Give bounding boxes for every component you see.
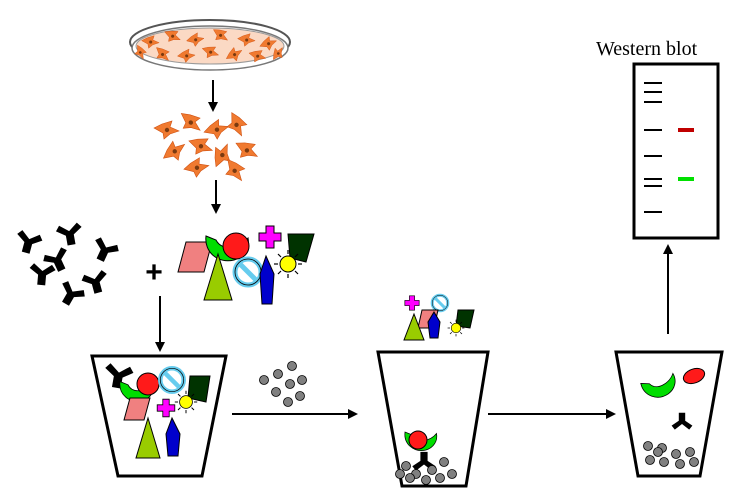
antibody-icon	[13, 221, 121, 311]
detached-cells-icon	[153, 107, 263, 187]
tube-icon	[90, 354, 228, 478]
blot-membrane-icon	[632, 62, 720, 240]
bead-icon	[259, 361, 307, 407]
petri-dish-icon	[129, 19, 291, 71]
blot-band-upper	[678, 128, 694, 132]
blot-band-lower	[678, 177, 694, 181]
plus-sign: +	[145, 256, 163, 289]
western-blot-label: Western blot	[596, 38, 698, 60]
protein-mix-icon	[177, 225, 315, 305]
tube-icon	[376, 293, 490, 488]
tube-icon	[614, 350, 724, 478]
